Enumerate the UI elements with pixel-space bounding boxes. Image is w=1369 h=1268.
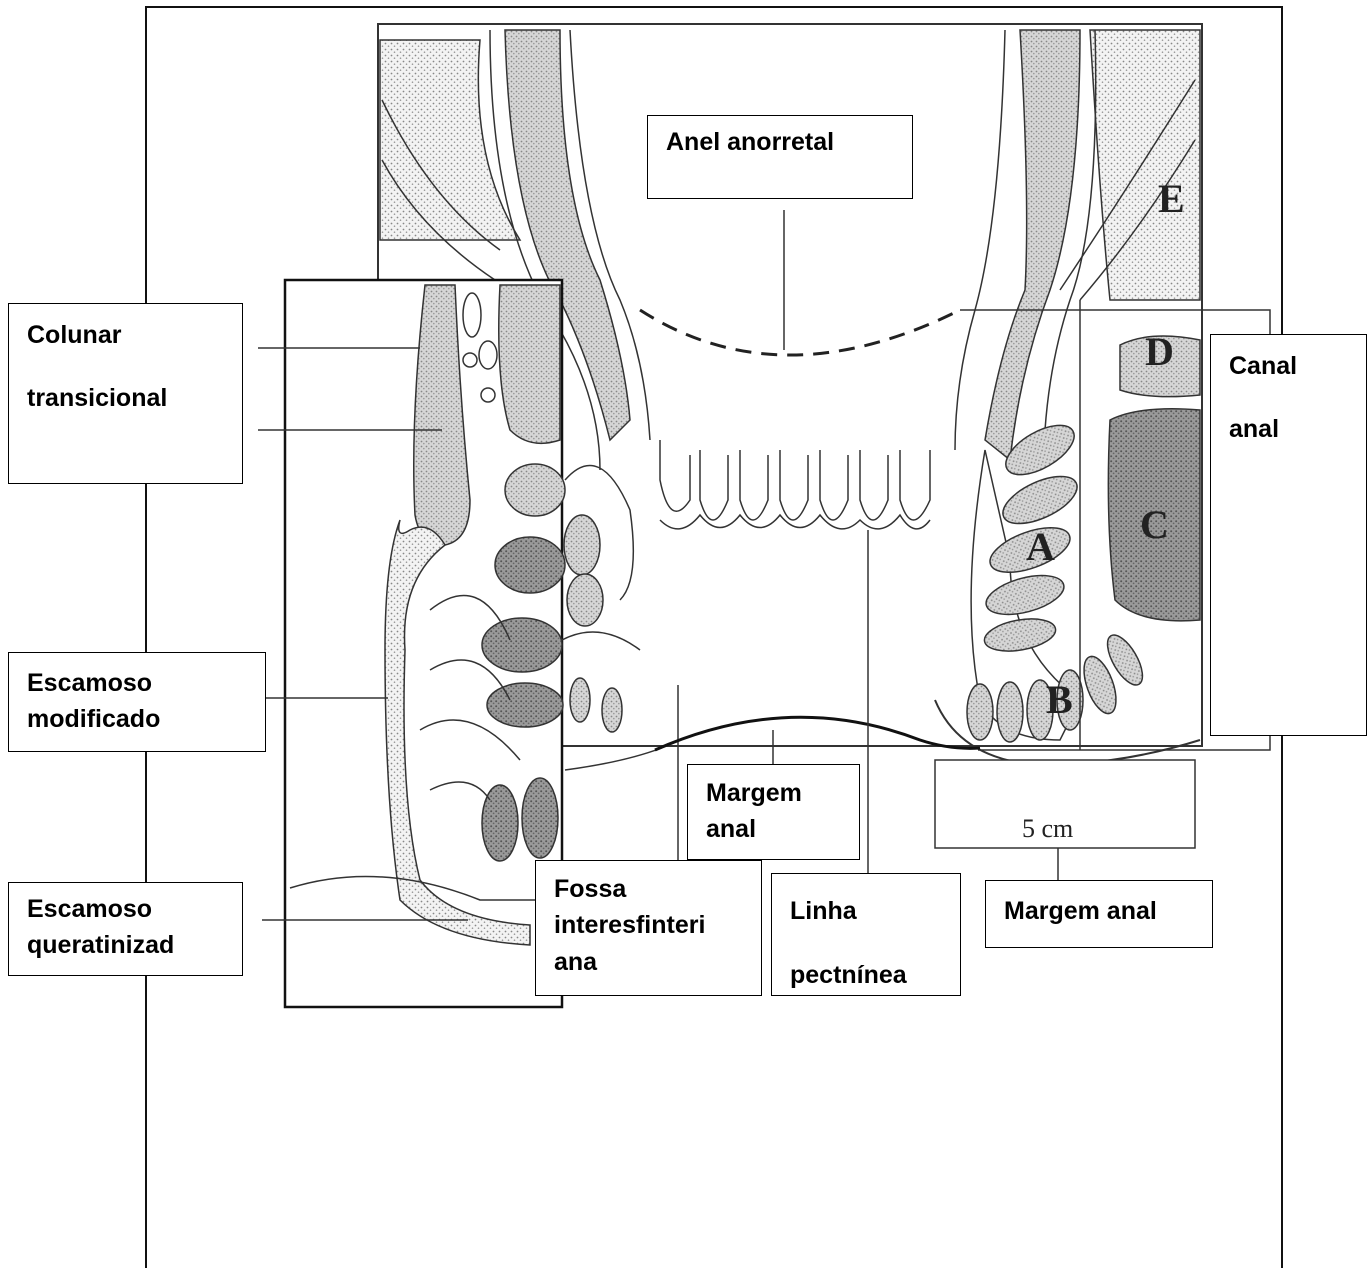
label-linha-pectinea: Linha pectnínea (771, 873, 961, 996)
label-anel-anorretal: Anel anorretal (647, 115, 913, 199)
label-margem-anal-center: Margem anal (687, 764, 860, 860)
label-fossa-interesfinteriana: Fossa interesfinteri ana (535, 860, 762, 996)
label-escamoso-queratinizado: Escamoso queratinizad (8, 882, 243, 976)
levator-right (1090, 30, 1200, 300)
muscle-letter-D: D (1145, 329, 1174, 374)
muscle-letter-B: B (1046, 677, 1073, 722)
label-canal-anal: Canal anal (1210, 334, 1367, 736)
muscle-letter-A: A (1026, 524, 1055, 569)
label-colunar-transicional: Colunar transicional (8, 303, 243, 484)
muscle-letter-C: C (1140, 502, 1169, 547)
label-escamoso-modificado: Escamoso modificado (8, 652, 266, 752)
scale-label: 5 cm (1022, 814, 1073, 843)
label-margem-anal-right: Margem anal (985, 880, 1213, 948)
muscle-letter-E: E (1158, 176, 1185, 221)
